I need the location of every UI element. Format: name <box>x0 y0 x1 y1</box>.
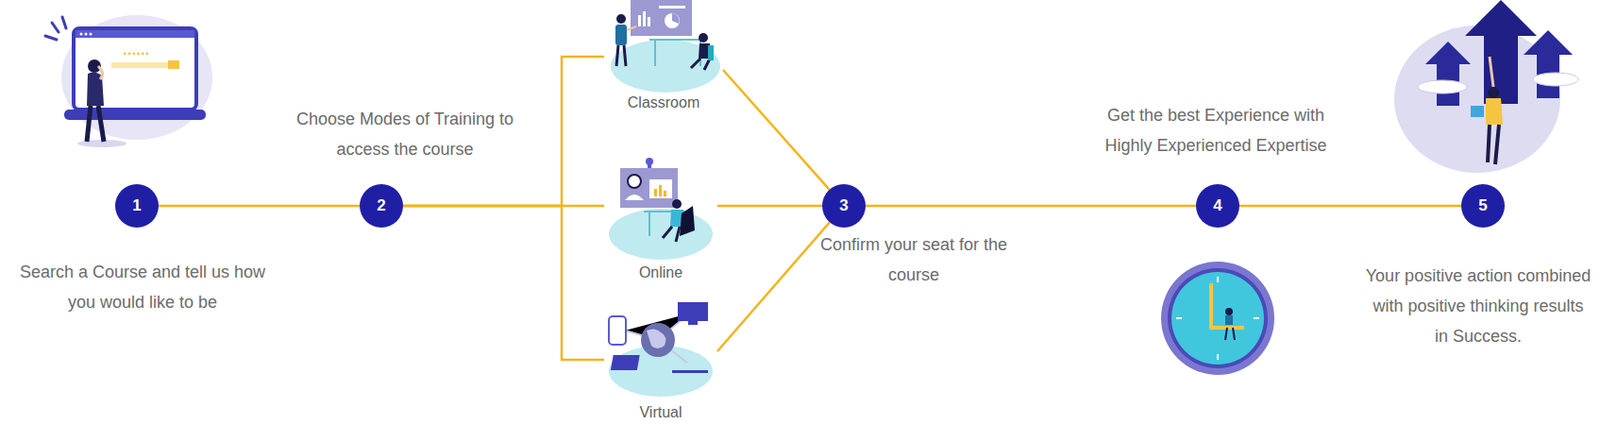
virtual-illustration <box>608 302 713 397</box>
mode-node: Virtual <box>604 294 718 424</box>
online-illustration <box>608 157 713 260</box>
description-text: Your positive action combined with posit… <box>1365 266 1591 346</box>
description-text: Search a Course and tell us how you woul… <box>19 262 266 312</box>
flow-connector <box>158 204 360 208</box>
classroom-illustration <box>610 0 721 93</box>
flow-connector <box>1239 204 1462 208</box>
success-illustration <box>1394 0 1579 173</box>
step-number: 2 <box>376 196 386 216</box>
search-illustration: •••••• <box>45 15 213 148</box>
step-description: Get the best Experience with Highly Expe… <box>1083 100 1348 161</box>
flow-connector <box>723 69 830 190</box>
flow-connector <box>717 221 830 352</box>
flow-connector <box>403 205 605 360</box>
flow-connector <box>717 204 823 208</box>
step-circle: 1 <box>115 184 159 228</box>
step-circle: 4 <box>1195 184 1240 228</box>
clock-illustration <box>1161 261 1275 375</box>
description-text: Confirm your seat for the course <box>820 235 1008 285</box>
mode-caption: Virtual <box>636 403 685 422</box>
mode-node: Classroom <box>604 0 724 116</box>
step-number: 5 <box>1478 196 1487 216</box>
step-description: Choose Modes of Training to access the c… <box>276 103 534 165</box>
step-description: Your positive action combined with posit… <box>1364 260 1592 352</box>
step-description: Confirm your seat for the course <box>802 229 1026 290</box>
step-number: 4 <box>1212 196 1222 216</box>
step-circle: 5 <box>1461 184 1505 228</box>
step-description: Search a Course and tell us how you woul… <box>16 256 270 318</box>
mode-caption: Online <box>636 263 686 282</box>
step-number: 3 <box>839 196 848 216</box>
step-number: 1 <box>132 196 141 216</box>
description-text: Get the best Experience with Highly Expe… <box>1104 105 1327 155</box>
flow-connector <box>865 204 1196 208</box>
step-circle: 3 <box>822 184 866 228</box>
mode-node: Online <box>604 155 718 285</box>
flow-connector <box>403 56 605 206</box>
description-text: Choose Modes of Training to access the c… <box>296 109 514 159</box>
step-circle: 2 <box>359 184 404 228</box>
mode-caption: Classroom <box>624 93 703 112</box>
svg-text:••••••: •••••• <box>122 50 150 59</box>
